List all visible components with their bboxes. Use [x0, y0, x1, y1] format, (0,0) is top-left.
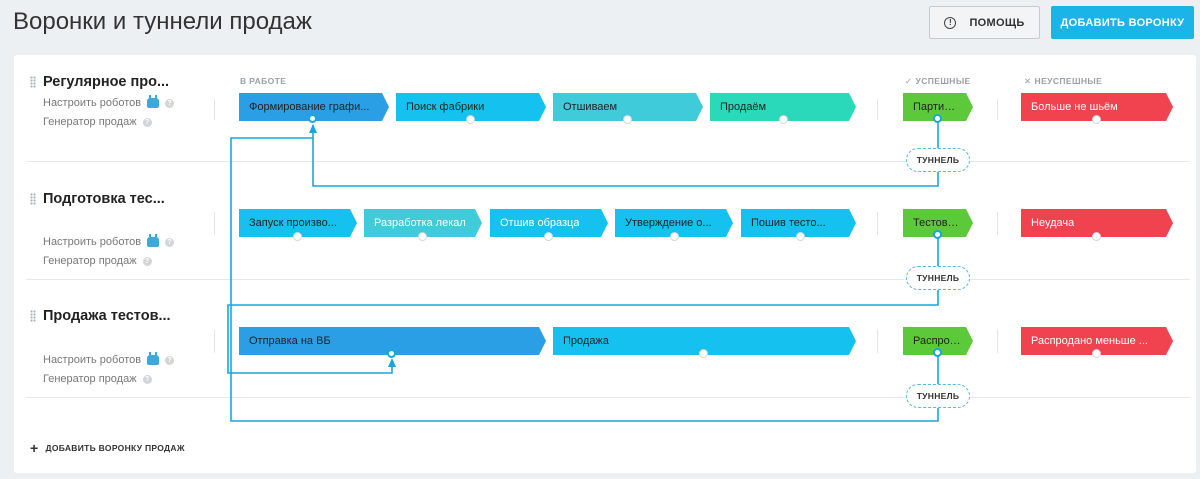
drag-handle-icon[interactable] [30, 76, 36, 88]
robots-link[interactable]: Настроить роботов? [43, 234, 175, 248]
help-button[interactable]: ! ПОМОЩЬ [929, 6, 1040, 39]
row-divider [26, 397, 1190, 398]
tunnel-endpoint[interactable] [933, 348, 942, 357]
robots-link[interactable]: Настроить роботов? [43, 352, 175, 366]
help-icon[interactable]: ? [142, 117, 152, 127]
plus-icon: + [30, 440, 39, 456]
add-sales-funnel-link[interactable]: + ДОБАВИТЬ ВОРОНКУ ПРОДАЖ [30, 440, 185, 456]
drag-handle-icon[interactable] [30, 193, 36, 205]
page-title: Воронки и туннели продаж [13, 8, 312, 35]
tunnel-badge[interactable]: ТУННЕЛЬ [906, 148, 970, 172]
generator-link[interactable]: Генератор продаж? [43, 116, 152, 128]
help-icon[interactable]: ? [142, 256, 152, 266]
robots-link[interactable]: Настроить роботов? [43, 95, 175, 109]
tunnel-endpoint[interactable] [387, 349, 396, 358]
robot-icon [147, 234, 160, 247]
help-icon[interactable]: ? [165, 237, 175, 247]
help-icon[interactable]: ? [165, 355, 175, 365]
robot-icon [147, 95, 160, 108]
tunnel-badge[interactable]: ТУННЕЛЬ [906, 266, 970, 290]
add-funnel-button[interactable]: ДОБАВИТЬ ВОРОНКУ [1051, 6, 1194, 39]
help-icon[interactable]: ? [142, 374, 152, 384]
column-header-success: ✓УСПЕШНЫЕ [905, 76, 971, 86]
tunnel-endpoint[interactable] [933, 114, 942, 123]
tunnel-endpoint[interactable] [933, 230, 942, 239]
tunnel-badge[interactable]: ТУННЕЛЬ [906, 384, 970, 408]
generator-link[interactable]: Генератор продаж? [43, 255, 152, 267]
column-header-fail: ✕НЕУСПЕШНЫЕ [1024, 76, 1103, 86]
drag-handle-icon[interactable] [30, 310, 36, 322]
cross-icon: ✕ [1024, 76, 1032, 86]
help-button-label: ПОМОЩЬ [969, 16, 1025, 29]
check-icon: ✓ [905, 76, 913, 86]
info-icon: ! [944, 16, 957, 29]
pipeline-name[interactable]: Продажа тестов... [43, 308, 171, 324]
help-icon[interactable]: ? [165, 98, 175, 108]
generator-link[interactable]: Генератор продаж? [43, 373, 152, 385]
column-header-in-work: В РАБОТЕ [240, 76, 287, 86]
add-funnel-button-label: ДОБАВИТЬ ВОРОНКУ [1060, 16, 1185, 29]
row-divider [26, 161, 1190, 162]
robot-icon [147, 352, 160, 365]
pipeline-name[interactable]: Подготовка тес... [43, 191, 165, 207]
row-divider [26, 279, 1190, 280]
tunnel-endpoint[interactable] [308, 114, 317, 123]
pipeline-name[interactable]: Регулярное про... [43, 74, 170, 90]
